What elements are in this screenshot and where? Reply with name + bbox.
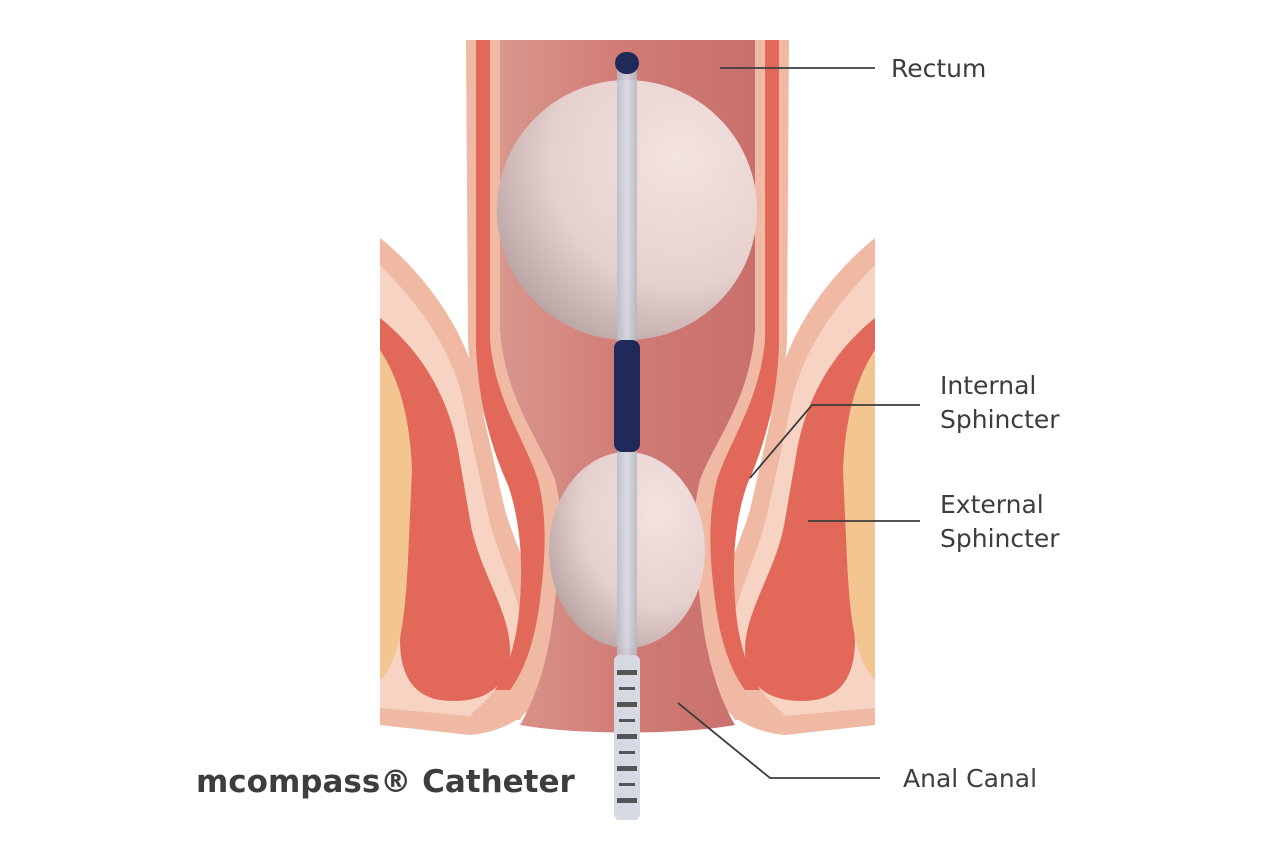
catheter-marker <box>617 670 637 675</box>
catheter-marker <box>617 798 637 803</box>
internal-sphincter-label-line2: Sphincter <box>940 405 1060 434</box>
left-fat <box>380 350 412 680</box>
catheter-marker <box>619 783 635 786</box>
catheter-marker <box>617 766 637 771</box>
right-fat <box>843 350 875 680</box>
leader-lines <box>677 67 920 779</box>
catheter-marker <box>619 719 635 722</box>
catheter-marker <box>617 734 637 739</box>
internal-sphincter-label-line1: Internal <box>940 371 1036 400</box>
catheter-title: mcompass® Catheter <box>196 764 576 800</box>
catheter-marker <box>619 687 635 690</box>
internal-sphincter-leader <box>749 404 920 479</box>
external-sphincter-label-line1: External <box>940 490 1044 519</box>
catheter-marker <box>619 751 635 754</box>
catheter-tip <box>615 52 639 74</box>
catheter-marker <box>617 702 637 707</box>
right-internal-sphincter <box>710 40 779 690</box>
catheter <box>614 52 640 820</box>
rectum-walls <box>466 40 789 720</box>
catheter-dark-segment <box>614 340 640 452</box>
right-tissue <box>706 238 875 735</box>
left-internal-sphincter <box>476 40 545 690</box>
anal-canal-label: Anal Canal <box>903 764 1037 793</box>
left-tissue <box>380 238 549 735</box>
anal-canal-leader <box>677 702 880 779</box>
rectum-label: Rectum <box>891 54 986 83</box>
left-external-sphincter <box>380 318 510 701</box>
right-external-sphincter <box>745 318 875 701</box>
external-sphincter-label-line2: Sphincter <box>940 524 1060 553</box>
